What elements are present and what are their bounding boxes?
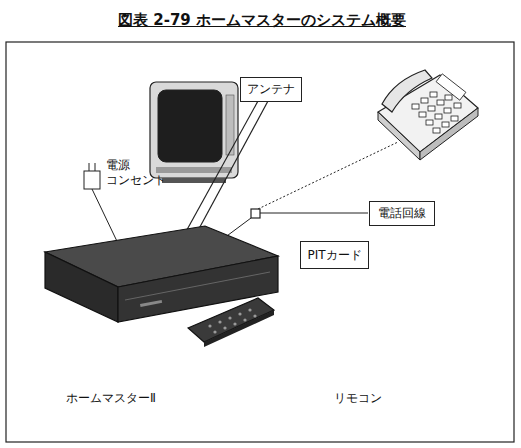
telephone [436, 74, 466, 100]
null [433, 128, 440, 133]
null [243, 318, 246, 321]
null [208, 308, 256, 333]
telephone [420, 108, 478, 160]
outlet-label: 電源 コンセント [106, 158, 170, 188]
null [426, 120, 433, 125]
null [430, 92, 437, 97]
telephone [378, 112, 420, 160]
null [223, 326, 226, 329]
box-label: アンテナ [247, 81, 295, 98]
null [213, 330, 216, 333]
null [421, 98, 428, 103]
null [208, 324, 211, 327]
power-outlet [95, 163, 96, 171]
null [428, 106, 435, 111]
null [419, 112, 426, 117]
phone-wiring [208, 142, 398, 250]
remote-label: リモコン [334, 391, 382, 406]
phone-line-box: 電話回線 [369, 201, 435, 226]
null [412, 104, 419, 109]
antenna-cable [178, 101, 258, 246]
television [162, 178, 226, 183]
set-top-box [45, 252, 118, 322]
null [451, 116, 458, 121]
null [445, 95, 452, 100]
null [412, 92, 461, 133]
set-top-box [125, 272, 270, 300]
phone-wiring [258, 142, 398, 209]
frame [6, 42, 514, 442]
remote-control [204, 310, 274, 347]
box-label: 電話回線 [378, 205, 426, 222]
pit-card-box: PITカード [300, 241, 369, 269]
phone-wiring [251, 209, 260, 218]
null [238, 312, 241, 315]
antenna-box: アンテナ [240, 77, 302, 102]
null [444, 108, 451, 113]
telephone [378, 75, 478, 152]
null [233, 322, 236, 325]
television [150, 82, 238, 178]
null [253, 314, 256, 317]
null [435, 114, 442, 119]
null [437, 100, 444, 105]
figure-title: 図表 2-79 ホームマスターのシステム概要 [118, 11, 406, 30]
power-outlet [84, 171, 100, 189]
set-top-box [140, 300, 162, 307]
television [150, 82, 238, 183]
remote-control [188, 298, 274, 347]
antenna-cable [178, 101, 268, 249]
box-label: PITカード [307, 247, 361, 264]
telephone [378, 70, 478, 160]
null [248, 308, 251, 311]
null [228, 316, 231, 319]
power-outlet [89, 163, 90, 171]
null [218, 320, 221, 323]
frame [6, 42, 514, 442]
television [158, 90, 222, 162]
phone-wiring [260, 213, 368, 214]
device-label: ホームマスターⅡ [66, 391, 156, 406]
null [454, 103, 461, 108]
null [442, 122, 449, 127]
telephone [382, 70, 432, 112]
